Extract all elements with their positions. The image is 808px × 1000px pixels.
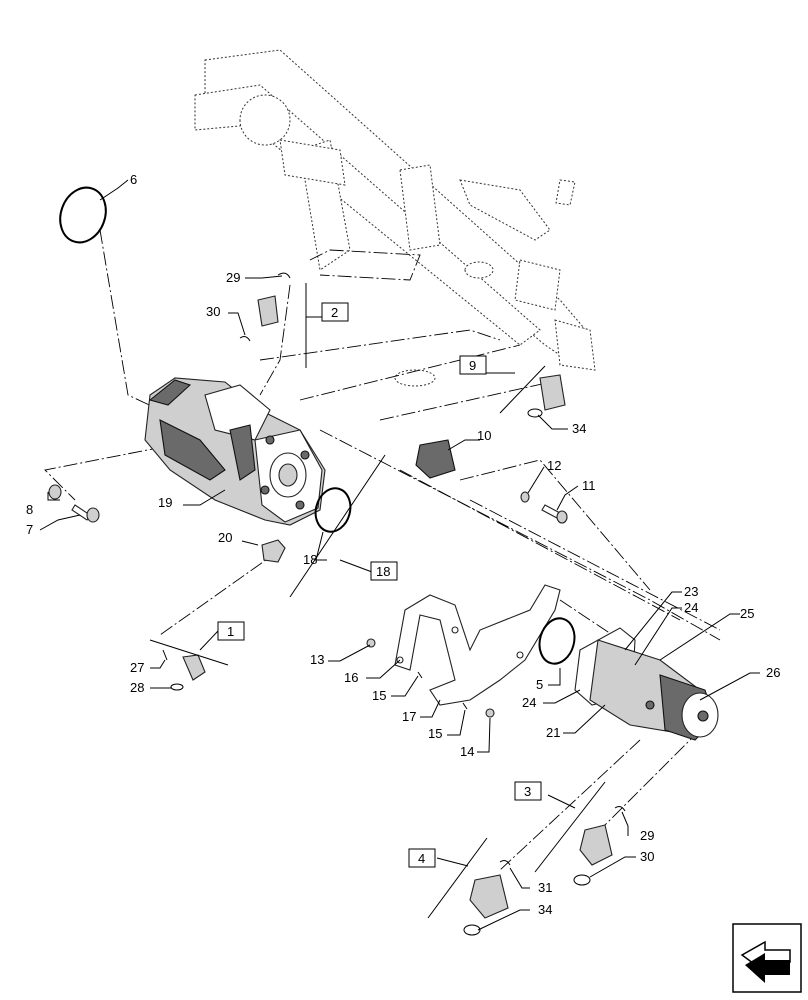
fitting-kit-9 — [539, 374, 566, 411]
callout-6: 6 — [130, 172, 137, 187]
snap-ring-29 — [277, 272, 291, 279]
fitting-kit-4 — [469, 874, 509, 919]
callout-22: 24 — [522, 695, 536, 710]
fitting-21-upper — [261, 539, 286, 563]
next-page-arrow-icon[interactable] — [732, 923, 802, 993]
motor-assembly — [574, 627, 719, 741]
o-ring-34-lower — [463, 924, 481, 936]
callout-14: 13 — [310, 652, 324, 667]
hydraulic-pump-20 — [144, 377, 326, 526]
washer-8 — [48, 484, 62, 500]
callout-20: 19 — [158, 495, 172, 510]
fitting-kit-2 — [257, 295, 279, 327]
callout-17: 17 — [402, 709, 416, 724]
callout-34-lower: 34 — [538, 902, 552, 917]
o-ring-19 — [314, 487, 352, 533]
bolt-11 — [541, 504, 568, 524]
callout-10: 10 — [477, 428, 491, 443]
bolt-7 — [71, 504, 100, 523]
callout-11: 11 — [582, 478, 596, 493]
callout-21-upper: 20 — [218, 530, 232, 545]
callout-13: 14 — [460, 744, 474, 759]
callout-labels: 6 29 30 2 9 34 10 12 11 8 7 19 20 18 18 … — [26, 172, 780, 917]
bolt-13 — [485, 708, 495, 718]
snap-ring-33 — [499, 860, 511, 866]
callout-19: 18 — [303, 552, 317, 567]
callout-16: 16 — [344, 670, 358, 685]
kit-label-3: 3 — [524, 784, 531, 799]
leader-lines — [39, 179, 760, 931]
o-ring-5 — [538, 617, 576, 665]
o-ring-32 — [573, 874, 591, 886]
assembly-centerlines — [44, 229, 721, 871]
frame-assembly-ghost — [194, 49, 596, 387]
washer-15b — [462, 702, 468, 710]
fitting-kit-1 — [182, 654, 206, 681]
kit-label-9: 9 — [469, 358, 476, 373]
washer-15 — [417, 671, 423, 679]
callout-32: 30 — [640, 849, 654, 864]
seal-34-upper — [527, 408, 543, 418]
snap-ring-27 — [162, 649, 168, 661]
callout-25: 25 — [740, 606, 754, 621]
fitting-10 — [415, 439, 456, 479]
callout-21-lower: 21 — [546, 725, 560, 740]
callout-30: 30 — [206, 304, 220, 319]
callout-23: 23 — [684, 584, 698, 599]
fitting-kit-3 — [579, 824, 613, 866]
callout-24: 24 — [684, 600, 698, 615]
callout-15-right: 15 — [428, 726, 442, 741]
callout-34-upper: 34 — [572, 421, 586, 436]
kit-label-1: 1 — [227, 624, 234, 639]
callout-31: 29 — [640, 828, 654, 843]
callout-33: 31 — [538, 880, 552, 895]
snap-ring-30 — [239, 336, 251, 342]
kit-group-lines — [149, 283, 606, 919]
callout-28: 28 — [130, 680, 144, 695]
o-ring-6 — [59, 186, 107, 244]
callout-7: 7 — [26, 522, 33, 537]
kit-label-4: 4 — [418, 851, 425, 866]
o-ring-28 — [170, 683, 184, 691]
callout-5: 5 — [536, 677, 543, 692]
callout-8: 8 — [26, 502, 33, 517]
snap-ring-31 — [614, 806, 626, 812]
kit-boxes — [217, 302, 542, 868]
callout-15-left: 15 — [372, 688, 386, 703]
callout-12: 12 — [547, 458, 561, 473]
kit-label-2: 2 — [331, 305, 338, 320]
callout-26: 26 — [766, 665, 780, 680]
kit-label-18: 18 — [376, 564, 390, 579]
callout-29: 29 — [226, 270, 240, 285]
callout-27: 27 — [130, 660, 144, 675]
washer-12 — [520, 491, 530, 503]
